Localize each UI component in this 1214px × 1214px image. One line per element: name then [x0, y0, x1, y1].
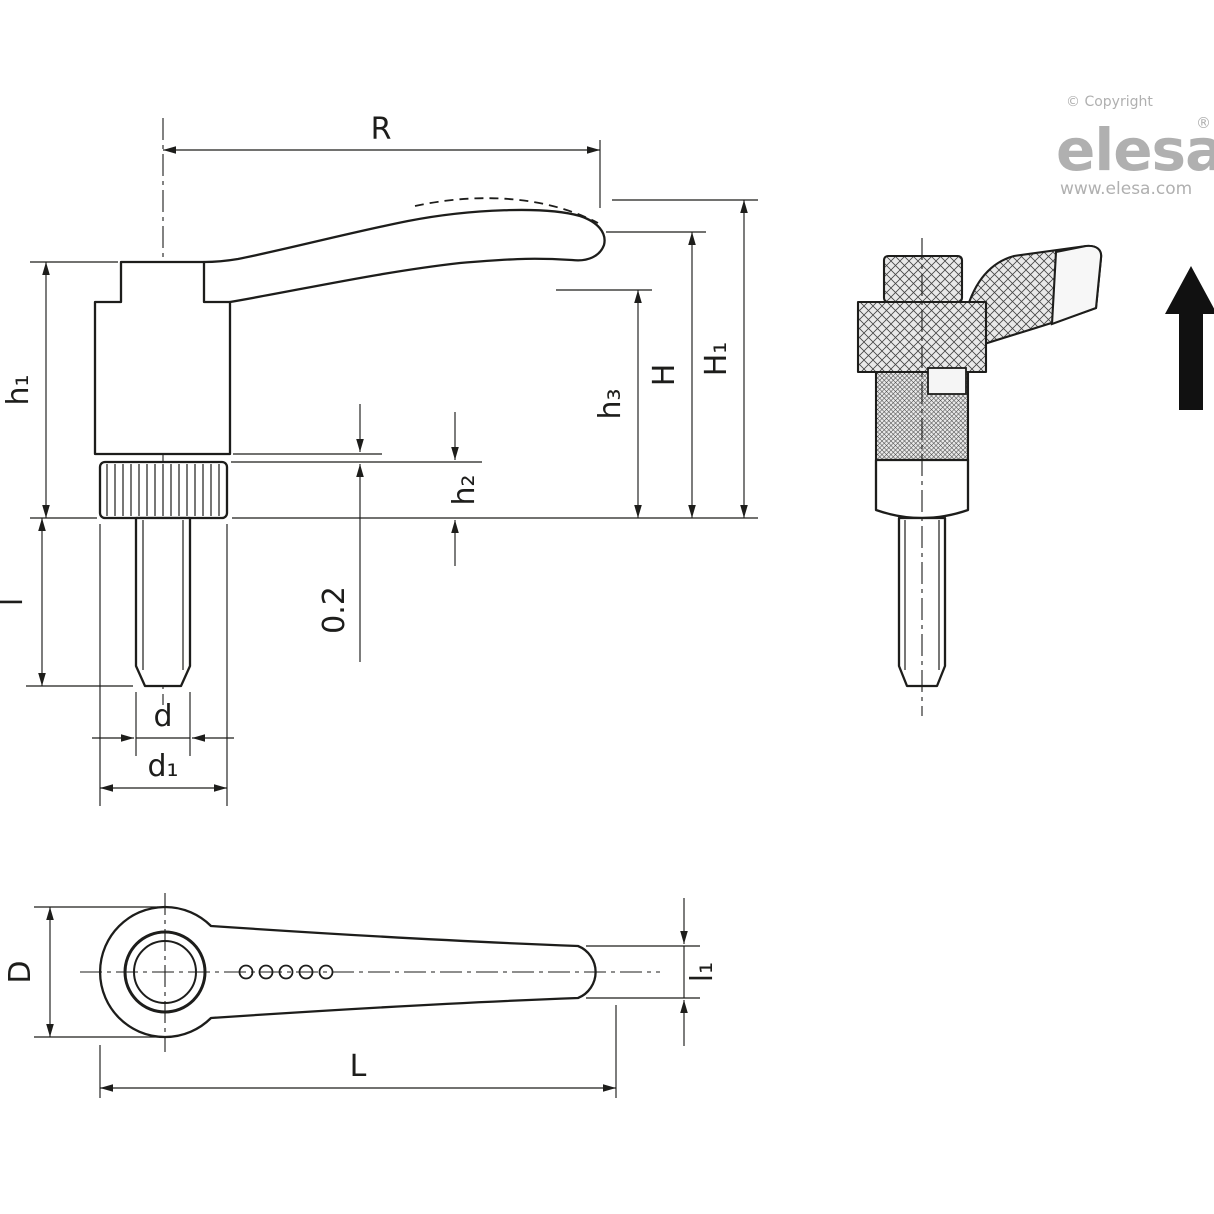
thread-lines — [142, 520, 184, 670]
side-view: R h₁ l h₃ H — [0, 112, 758, 806]
head-top-block — [882, 254, 964, 304]
dim-h1: h₁ — [1, 261, 118, 519]
dim-h3: h₃ — [556, 289, 652, 518]
website-text: www.elesa.com — [1060, 179, 1192, 199]
nut-knurl-lines — [106, 464, 220, 516]
front-view — [856, 238, 1103, 716]
dim-label-R: R — [371, 112, 392, 147]
up-arrow-icon — [1165, 266, 1214, 410]
dim-label-l: l — [0, 598, 30, 606]
dim-l: l — [0, 518, 133, 687]
dim-label-H1: H₁ — [699, 342, 734, 377]
dim-h2: h₂ — [231, 412, 482, 566]
dim-label-d: d — [153, 699, 172, 734]
hidden-top-edge — [414, 197, 599, 224]
dim-H1: H₁ — [612, 199, 758, 518]
registered-mark: ® — [1196, 114, 1211, 132]
dim-label-d1: d₁ — [147, 749, 178, 784]
lever-arm-tip — [1050, 244, 1103, 326]
dim-label-h1: h₁ — [1, 374, 36, 405]
dim-label-D: D — [3, 960, 38, 983]
dim-gap-02: 0.2 — [233, 404, 382, 662]
dim-R: R — [163, 112, 601, 208]
copyright-text: © Copyright — [1066, 94, 1153, 110]
dim-H: H — [606, 231, 706, 518]
thread-lines-front — [904, 520, 940, 670]
dim-label-h2: h₂ — [447, 474, 482, 505]
threaded-stud — [134, 516, 192, 688]
dim-d: d — [92, 692, 234, 756]
logo-text: elesa — [1056, 116, 1214, 184]
dim-label-l1: l₁ — [685, 962, 720, 982]
index-tab — [927, 367, 967, 395]
dim-L: L — [99, 1005, 617, 1098]
dim-d1: d₁ — [99, 524, 228, 806]
handle-body — [93, 208, 606, 456]
dim-label-L: L — [350, 1049, 367, 1084]
dim-label-h3: h₃ — [593, 388, 628, 419]
top-view: D L l₁ — [3, 893, 720, 1098]
dim-D: D — [3, 906, 158, 1038]
index-holes — [238, 964, 334, 980]
cap-step-line — [202, 260, 232, 304]
brand-logo: © Copyright elesa ® www.elesa.com — [1056, 94, 1214, 199]
direction-up-arrow — [1165, 266, 1214, 410]
dim-l1: l₁ — [586, 898, 720, 1046]
dim-label-H: H — [647, 364, 682, 387]
dim-label-gap: 0.2 — [317, 586, 352, 634]
